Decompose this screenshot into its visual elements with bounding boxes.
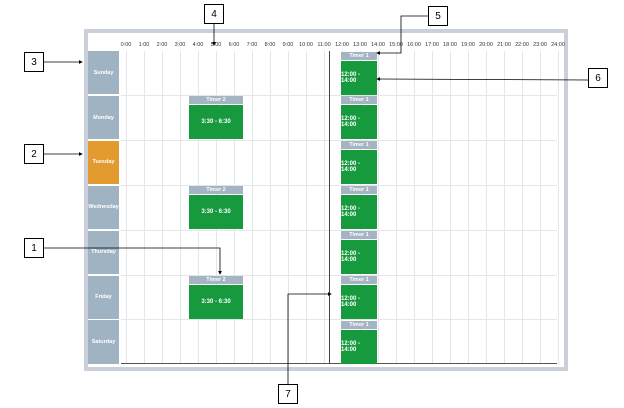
day-header-saturday[interactable]: Saturday bbox=[88, 320, 119, 364]
hour-gridline bbox=[378, 51, 379, 364]
timer-block[interactable]: 3:30 - 6:30 bbox=[189, 195, 243, 230]
day-header-monday[interactable]: Monday bbox=[88, 95, 119, 140]
timer-label[interactable]: Timer 1 bbox=[341, 141, 377, 150]
leader-7 bbox=[287, 292, 332, 384]
timer-label[interactable]: Timer 1 bbox=[341, 96, 377, 105]
day-gridline bbox=[121, 274, 557, 276]
callout-1: 1 bbox=[24, 238, 44, 258]
callout-4: 4 bbox=[204, 4, 224, 24]
hour-gridline bbox=[288, 51, 289, 364]
hour-gridline bbox=[450, 51, 451, 364]
day-gridline bbox=[121, 319, 557, 321]
hour-gridline bbox=[468, 51, 469, 364]
day-gridline bbox=[121, 94, 557, 96]
time-tick-label: 22:00 bbox=[515, 42, 529, 48]
time-tick-label: 3:00 bbox=[174, 42, 186, 48]
time-tick-label: 2:00 bbox=[156, 42, 168, 48]
hour-gridline bbox=[504, 51, 505, 364]
leader-1 bbox=[44, 247, 222, 275]
timer-label[interactable]: Timer 2 bbox=[189, 186, 243, 195]
time-tick-label: 16:00 bbox=[407, 42, 421, 48]
hour-gridline bbox=[270, 51, 271, 364]
day-header-sunday[interactable]: Sunday bbox=[88, 51, 119, 95]
time-tick-label: 1:00 bbox=[138, 42, 150, 48]
timer-block[interactable]: 12:00 - 14:00 bbox=[341, 150, 377, 185]
hour-gridline bbox=[414, 51, 415, 364]
timer-label[interactable]: Timer 1 bbox=[341, 231, 377, 240]
hour-gridline bbox=[396, 51, 397, 364]
timer-block[interactable]: 3:30 - 6:30 bbox=[189, 105, 243, 140]
time-tick-label: 11:00 bbox=[317, 42, 331, 48]
leader-6 bbox=[376, 77, 589, 82]
timer-block[interactable]: 12:00 - 14:00 bbox=[341, 105, 377, 140]
day-gridline bbox=[121, 184, 557, 186]
time-tick-label: 18:00 bbox=[443, 42, 457, 48]
callout-3: 3 bbox=[24, 52, 44, 72]
callout-6: 6 bbox=[588, 68, 608, 88]
time-tick-label: 6:00 bbox=[228, 42, 240, 48]
timer-block[interactable]: 12:00 - 14:00 bbox=[341, 240, 377, 275]
time-tick-label: 12:00 bbox=[335, 42, 349, 48]
hour-gridline bbox=[126, 51, 127, 364]
timer-block[interactable]: 12:00 - 14:00 bbox=[341, 285, 377, 319]
leader-5 bbox=[376, 15, 428, 55]
time-tick-label: 20:00 bbox=[479, 42, 493, 48]
scheduler-panel bbox=[88, 33, 564, 367]
timer-block[interactable]: 12:00 - 14:00 bbox=[341, 329, 377, 364]
callout-2: 2 bbox=[24, 144, 44, 164]
hour-gridline bbox=[162, 51, 163, 364]
callout-5: 5 bbox=[428, 6, 448, 26]
current-time-line bbox=[329, 51, 330, 364]
time-tick-label: 7:00 bbox=[246, 42, 258, 48]
day-header-thursday[interactable]: Thursday bbox=[88, 230, 119, 274]
hour-gridline bbox=[324, 51, 325, 364]
time-tick-label: 17:00 bbox=[425, 42, 439, 48]
time-tick-label: 5:00 bbox=[210, 42, 222, 48]
timer-label[interactable]: Timer 1 bbox=[341, 51, 377, 60]
day-header-wednesday[interactable]: Wednesday bbox=[88, 185, 119, 230]
timer-block[interactable]: 12:00 - 14:00 bbox=[341, 60, 377, 95]
hour-gridline bbox=[558, 51, 559, 364]
time-tick-label: 19:00 bbox=[461, 42, 475, 48]
hour-gridline bbox=[486, 51, 487, 364]
hour-gridline bbox=[144, 51, 145, 364]
timer-block[interactable]: 12:00 - 14:00 bbox=[341, 195, 377, 230]
timer-block[interactable]: 3:30 - 6:30 bbox=[189, 285, 243, 319]
day-gridline bbox=[121, 139, 557, 141]
day-header-friday[interactable]: Friday bbox=[88, 275, 119, 319]
time-tick-label: 4:00 bbox=[192, 42, 204, 48]
hour-gridline bbox=[540, 51, 541, 364]
time-tick-label: 14:00 bbox=[371, 42, 385, 48]
hour-gridline bbox=[252, 51, 253, 364]
time-tick-label: 8:00 bbox=[264, 42, 276, 48]
hour-gridline bbox=[306, 51, 307, 364]
hour-gridline bbox=[432, 51, 433, 364]
time-tick-label: 9:00 bbox=[282, 42, 294, 48]
day-header-tuesday[interactable]: Tuesday bbox=[88, 140, 119, 185]
time-tick-label: 15:00 bbox=[389, 42, 403, 48]
timer-label[interactable]: Timer 1 bbox=[341, 276, 377, 284]
hour-gridline bbox=[180, 51, 181, 364]
timer-label[interactable]: Timer 2 bbox=[189, 276, 243, 284]
time-tick-label: 23:00 bbox=[533, 42, 547, 48]
time-tick-label: 10:00 bbox=[299, 42, 313, 48]
timer-label[interactable]: Timer 1 bbox=[341, 186, 377, 195]
timer-label[interactable]: Timer 2 bbox=[189, 96, 243, 105]
hour-gridline bbox=[522, 51, 523, 364]
timer-label[interactable]: Timer 1 bbox=[341, 320, 377, 329]
time-tick-label: 0:00 bbox=[120, 42, 132, 48]
callout-7: 7 bbox=[278, 384, 298, 404]
day-gridline bbox=[121, 229, 557, 231]
time-tick-label: 24:00 bbox=[551, 42, 565, 48]
time-tick-label: 21:00 bbox=[497, 42, 511, 48]
grid-bottom-line bbox=[121, 363, 557, 364]
time-tick-label: 13:00 bbox=[353, 42, 367, 48]
